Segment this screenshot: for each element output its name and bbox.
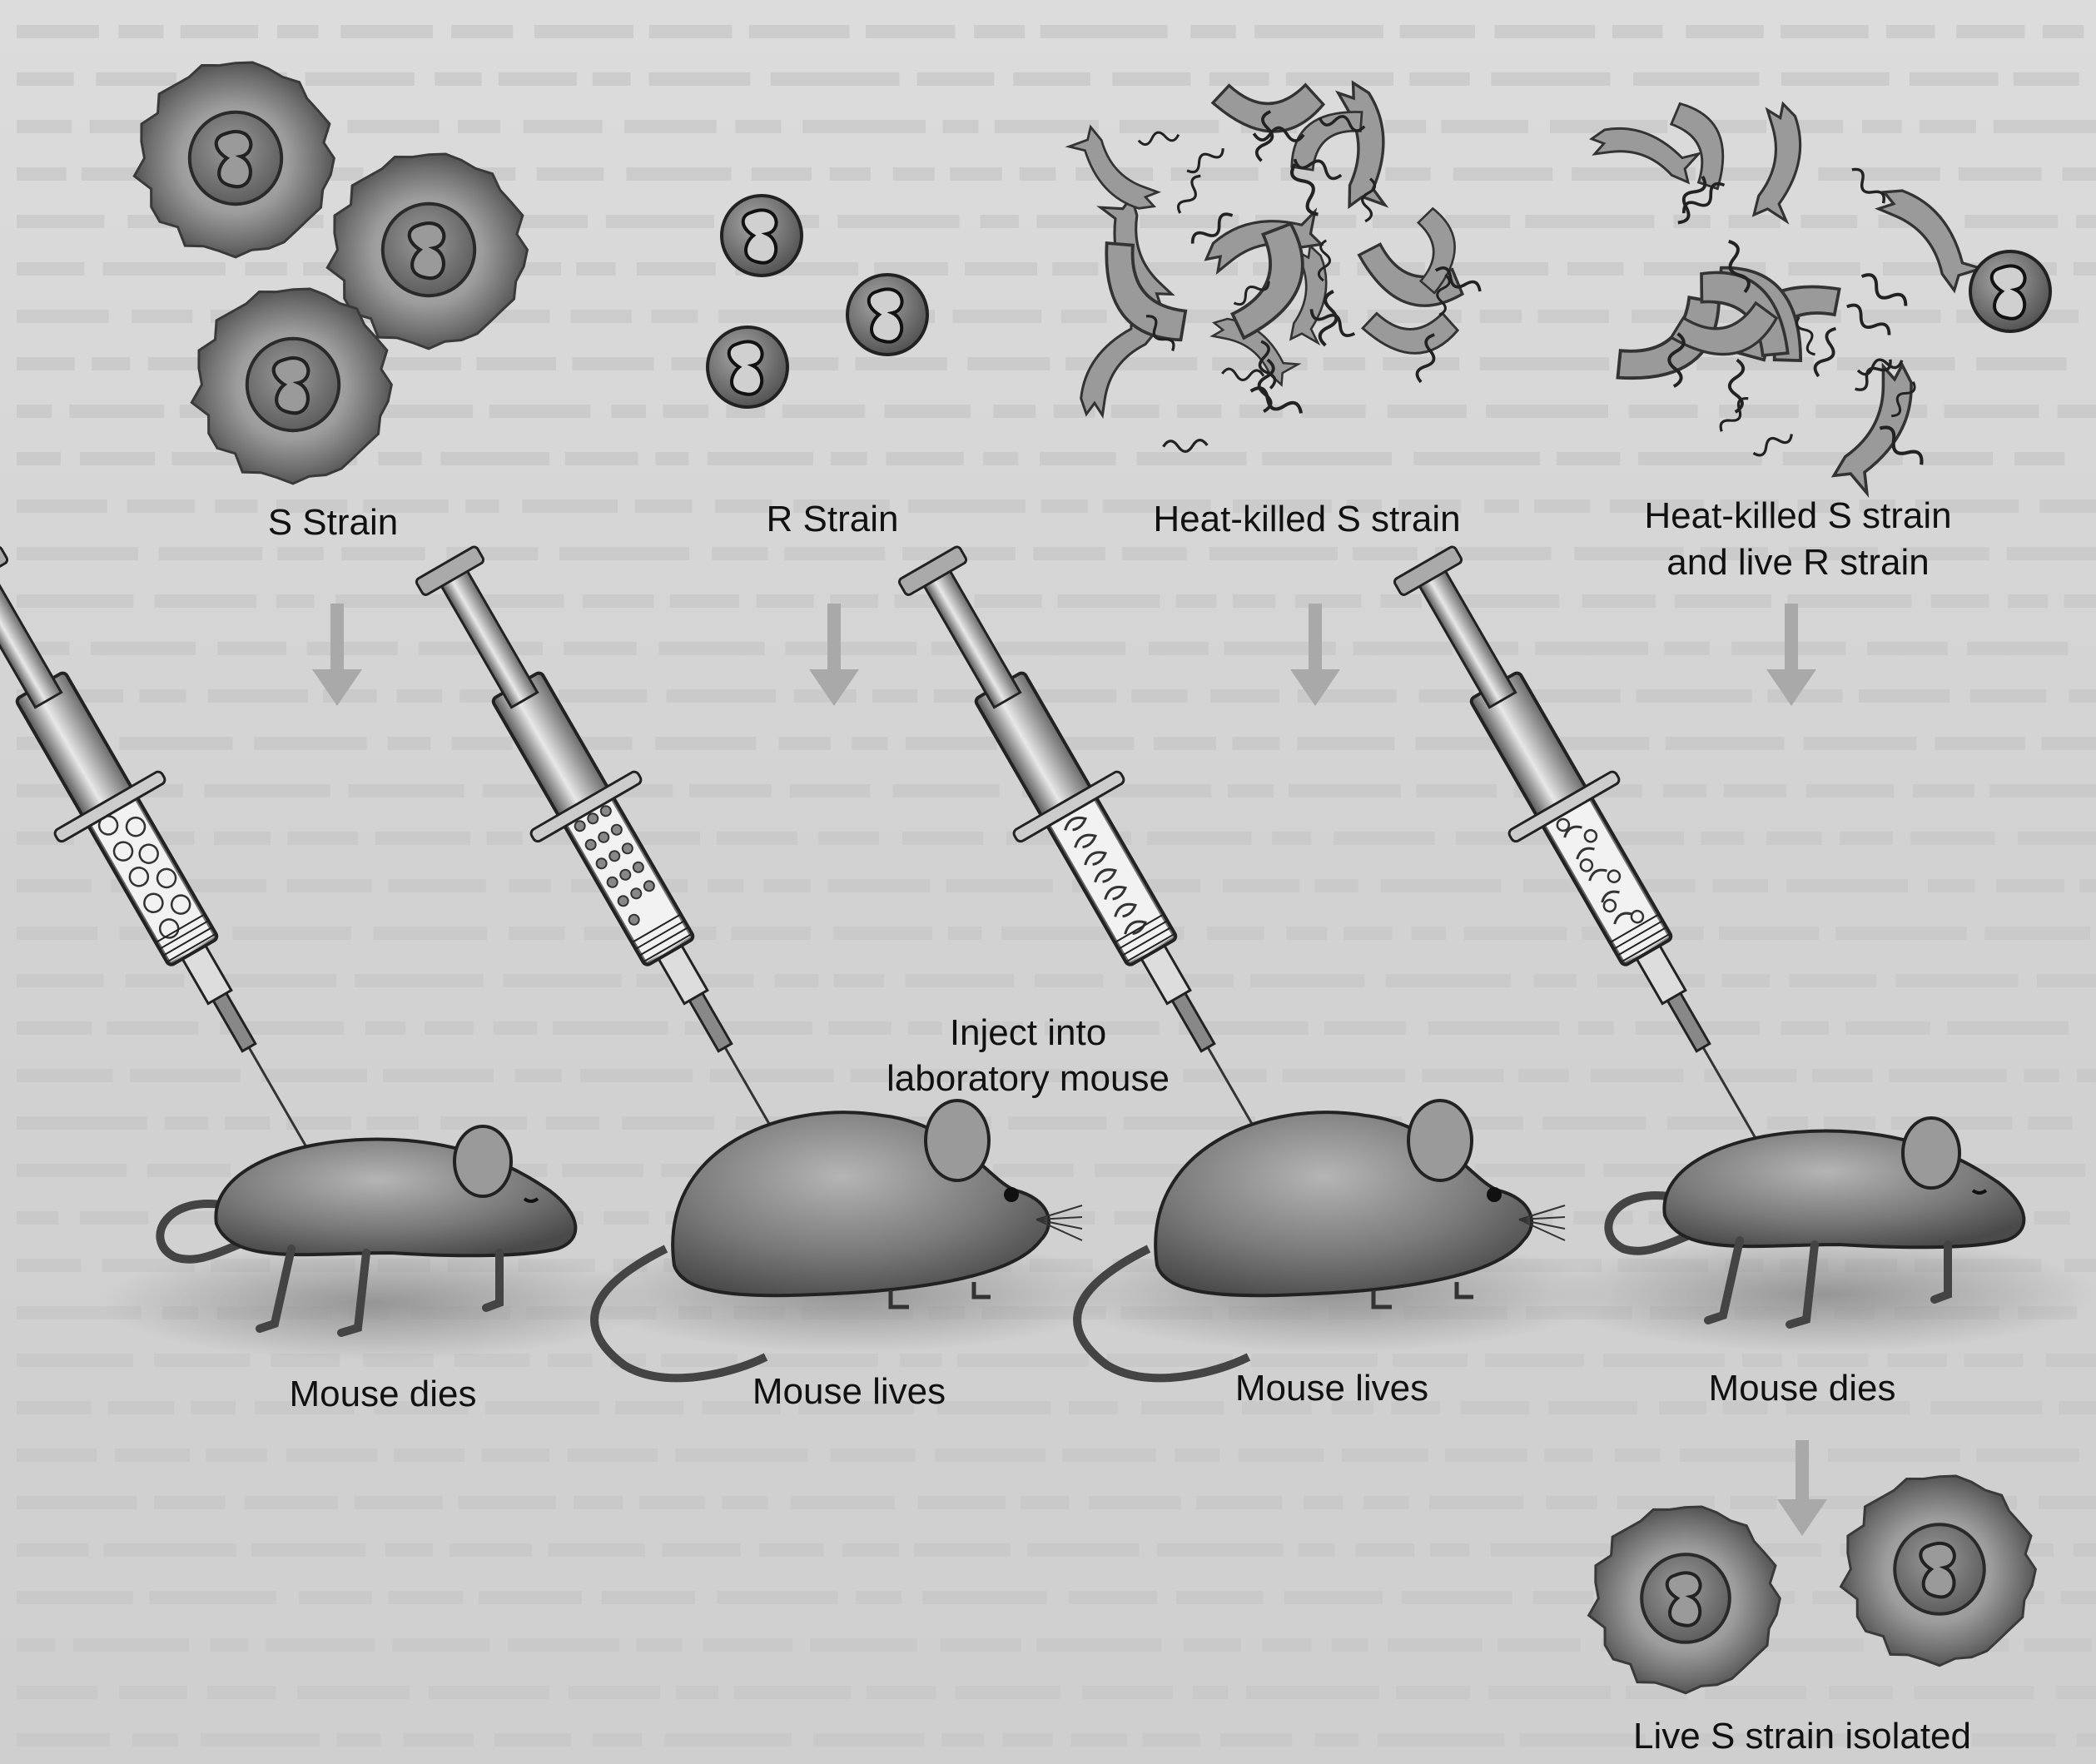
- outcome-label-4: Mouse dies: [1669, 1365, 1935, 1412]
- mouse-eye: [1004, 1187, 1019, 1202]
- heat-killed-debris-mix-dna-strand: [1856, 355, 1903, 375]
- arrow-2: [809, 604, 859, 706]
- heat-killed-debris-dna-strand: [1185, 144, 1226, 175]
- needle-hub: [212, 991, 256, 1051]
- heat-killed-debris-mix-dna-strand: [1848, 166, 1888, 207]
- capsule-fragment: [1730, 99, 1826, 226]
- needle-hub: [1666, 991, 1710, 1051]
- live-r-cell: [1970, 251, 2050, 331]
- arrow-head: [1777, 1499, 1827, 1536]
- arrow-head: [312, 669, 362, 706]
- heat-killed-debris-arc: [1093, 241, 1195, 340]
- r-cell: [708, 327, 787, 407]
- capsule-fragment: [1810, 356, 1943, 499]
- heat-killed-debris-fragment: [1322, 81, 1403, 211]
- arrow-head: [1766, 669, 1816, 706]
- arrow-shaft: [1796, 1440, 1809, 1503]
- arrow-shaft: [1309, 604, 1322, 673]
- label-s-strain: S Strain: [208, 499, 458, 546]
- needle-hub: [688, 991, 732, 1051]
- heat-killed-debris-dna-strand: [1248, 385, 1304, 420]
- heat-killed-debris-dna-strand: [1138, 130, 1180, 146]
- s-cell: [134, 62, 334, 257]
- mouse-body: [1155, 1112, 1532, 1295]
- heat-killed-debris-dna-strand: [1175, 173, 1205, 216]
- heat-killed-debris-mix-fragment: [1730, 99, 1826, 226]
- heat-killed-debris-mix-dna-strand: [1672, 173, 1708, 226]
- arrow-head: [809, 669, 859, 706]
- mouse-ear: [1408, 1101, 1472, 1180]
- heat-killed-debris-dna-strand: [1163, 440, 1207, 452]
- mouse-body: [673, 1112, 1049, 1295]
- capsule-fragment: [1322, 81, 1403, 211]
- mouse-body: [216, 1139, 575, 1255]
- mouse-eye: [1487, 1187, 1502, 1202]
- label-r-strain: R Strain: [708, 496, 957, 543]
- arrow-shaft: [1785, 604, 1798, 673]
- arrow-3: [1290, 604, 1340, 706]
- heat-killed-debris-mix-dna-strand: [1813, 326, 1842, 379]
- heat-killed-debris-mix-fragment: [1873, 169, 1984, 304]
- label-heat-killed-s: Heat-killed S strain: [1107, 496, 1507, 543]
- arrow-4: [1766, 604, 1816, 706]
- cell-wall-fragment: [1093, 241, 1195, 340]
- capsule-fragment: [1873, 169, 1984, 304]
- heat-killed-debris-mix-dna-strand: [1844, 301, 1893, 340]
- syringe-r-strain: [392, 532, 844, 1192]
- plunger-rod: [923, 570, 1020, 708]
- label-heat-killed-s-and-r-line2: and live R strain: [1598, 539, 1998, 586]
- outcome-label-1: Mouse dies: [250, 1371, 516, 1418]
- label-live-s-isolated: Live S strain isolated: [1582, 1713, 2023, 1760]
- label-inject-line2: laboratory mouse: [832, 1056, 1224, 1102]
- arrow-head: [1290, 669, 1340, 706]
- mouse-ear: [1903, 1118, 1959, 1188]
- syringe-s-strain: [0, 532, 368, 1192]
- heat-killed-debris-mix-fragment: [1810, 356, 1943, 499]
- outcome-label-2: Mouse lives: [716, 1369, 982, 1415]
- syringe-mixture: [1370, 532, 1822, 1192]
- mouse-ear: [454, 1126, 511, 1196]
- heat-killed-debris-mix-dna-strand: [1858, 271, 1910, 312]
- mouse-body: [1664, 1130, 2024, 1247]
- plunger-rod: [440, 570, 537, 708]
- mouse-ear: [926, 1101, 989, 1180]
- arrow-1: [312, 604, 362, 706]
- arrow-shaft: [827, 604, 841, 673]
- mouse-alive-3: [1057, 1101, 1607, 1378]
- r-cell: [722, 196, 802, 276]
- s-cell: [191, 289, 391, 484]
- mouse-alive-2: [574, 1101, 1124, 1378]
- plunger-rod: [0, 570, 62, 708]
- mouse-dead-1: [100, 1126, 649, 1361]
- arrow-shaft: [330, 604, 344, 673]
- heat-killed-debris-dna-strand: [1222, 369, 1264, 381]
- heat-killed-debris-mix-dna-strand: [1717, 395, 1752, 435]
- heat-killed-debris-mix-dna-strand: [1751, 430, 1795, 458]
- r-cell: [847, 275, 927, 355]
- isolated-s-cell: [1841, 1476, 2036, 1666]
- arrow-to-result: [1777, 1440, 1827, 1536]
- heat-killed-debris-mix-dna-strand: [1729, 360, 1744, 412]
- outcome-label-3: Mouse lives: [1199, 1365, 1465, 1412]
- isolated-s-cell: [1589, 1507, 1781, 1693]
- plunger-rod: [1418, 570, 1515, 708]
- label-heat-killed-s-and-r-line1: Heat-killed S strain: [1598, 493, 1998, 539]
- mouse-dead-4: [1548, 1118, 2096, 1353]
- needle: [248, 1046, 315, 1161]
- label-inject-line1: Inject into: [832, 1010, 1224, 1056]
